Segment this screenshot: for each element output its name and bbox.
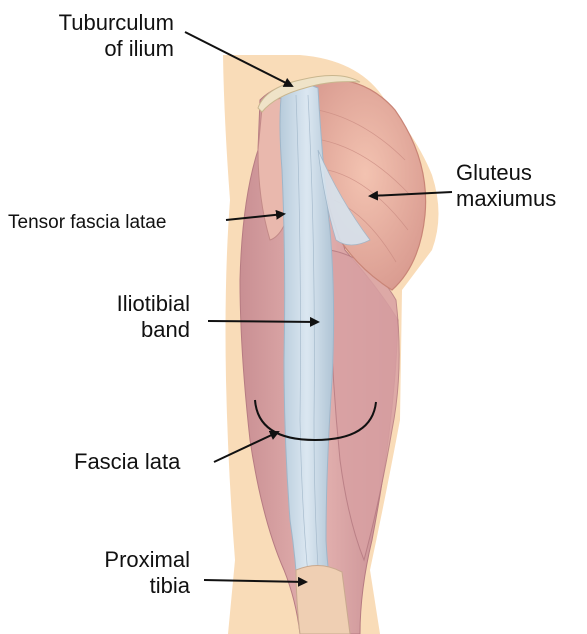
- proximal-tibia-bone: [295, 565, 351, 634]
- gluteus-arrow: [368, 190, 453, 201]
- vastus-muscle: [329, 249, 400, 562]
- tuberculum-arrow: [184, 31, 294, 87]
- label-gluteus-line1: Gluteus: [456, 160, 532, 185]
- label-iliotibial-band: Iliotibial band: [78, 291, 190, 343]
- fascia-lata-bracket: [254, 399, 377, 442]
- label-tuberculum-line2: of ilium: [104, 36, 174, 61]
- label-tensor-fascia-latae: Tensor fascia latae: [8, 211, 166, 235]
- label-proximal-tibia: Proximal tibia: [70, 547, 190, 599]
- label-fascia-lata: Fascia lata: [74, 449, 180, 475]
- label-tuberculum-of-ilium: Tuburculum of ilium: [22, 10, 174, 62]
- label-tibia-line2: tibia: [149, 573, 190, 598]
- label-fascia-lata-text: Fascia lata: [74, 449, 181, 474]
- tensor-arrow: [225, 209, 286, 221]
- label-gluteus-line2: maxiumus: [456, 186, 557, 211]
- label-tuberculum-line1: Tuburculum: [58, 10, 174, 35]
- band-gluteal-sheet: [317, 149, 371, 246]
- tibia-arrow: [203, 576, 308, 587]
- label-gluteus-maximus: Gluteus maxiumus: [456, 160, 581, 212]
- label-tensor-text: Tensor fascia latae: [8, 212, 167, 233]
- label-iliotibial-line2: band: [141, 317, 190, 342]
- iliotibial-arrow: [207, 316, 320, 327]
- label-tibia-line1: Proximal: [104, 547, 190, 572]
- label-iliotibial-line1: Iliotibial: [116, 291, 190, 316]
- fascia-lata-arrow: [213, 430, 280, 463]
